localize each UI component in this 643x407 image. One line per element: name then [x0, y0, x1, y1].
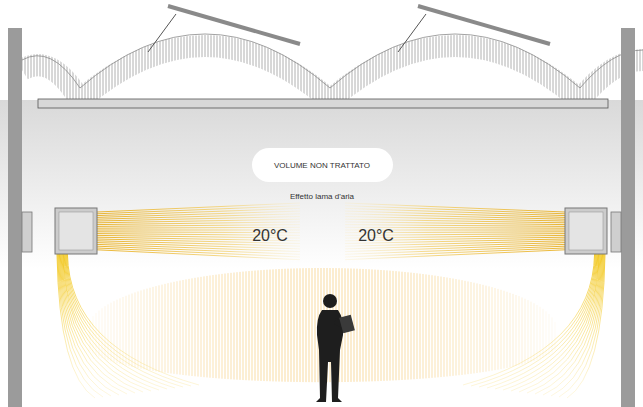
left-heater	[22, 208, 97, 254]
temperature-value: 20°C	[252, 227, 288, 245]
zone-label: VOLUME NON TRATTATO	[274, 161, 370, 170]
roof	[22, 6, 643, 108]
air-blade-note: Effetto lama d'aria	[290, 192, 354, 201]
rounded-label-box: VOLUME NON TRATTATO	[252, 148, 393, 182]
air-jets	[57, 203, 605, 398]
left-wall	[8, 28, 22, 407]
person-silhouette	[316, 294, 355, 402]
temperature-value: 20°C	[358, 227, 394, 245]
interior-ground	[0, 100, 643, 407]
right-heater	[565, 208, 621, 254]
right-wall	[621, 28, 635, 407]
